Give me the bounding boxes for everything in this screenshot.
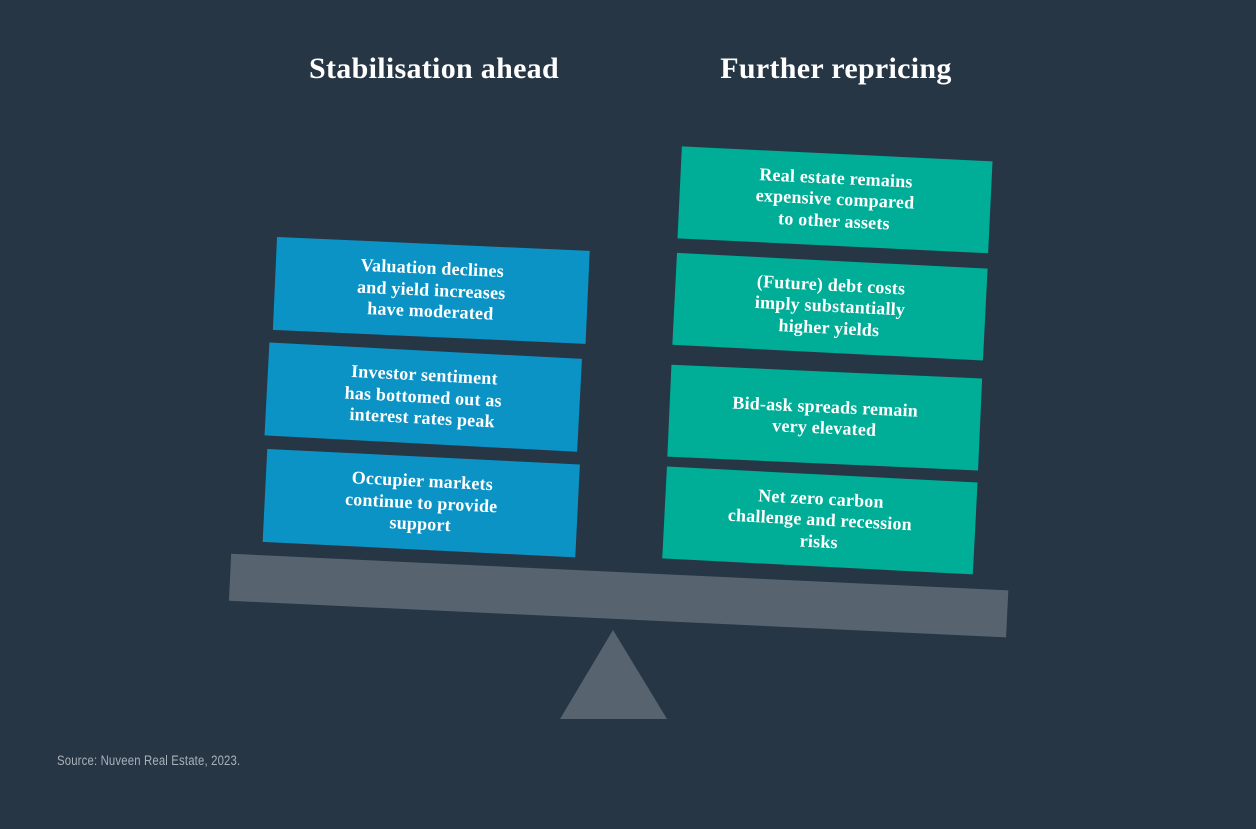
repricing-box-real-estate-expensive: Real estate remains expensive compared t…	[677, 146, 993, 254]
repricing-box-bid-ask-spreads: Bid-ask spreads remain very elevated	[667, 364, 983, 471]
stabilisation-box-2-text: Investor sentiment has bottomed out as i…	[344, 361, 503, 432]
repricing-box-net-zero-carbon: Net zero carbon challenge and recession …	[662, 466, 978, 575]
repricing-box-3-text: Bid-ask spreads remain very elevated	[732, 391, 919, 440]
stabilisation-box-valuation-declines: Valuation declines and yield increases h…	[272, 237, 590, 344]
stabilisation-box-occupier-markets: Occupier markets continue to provide sup…	[262, 448, 580, 558]
left-column-title: Stabilisation ahead	[309, 52, 559, 85]
source-note: Source: Nuveen Real Estate, 2023.	[57, 753, 241, 768]
stabilisation-box-3-text: Occupier markets continue to provide sup…	[344, 467, 498, 536]
fulcrum-triangle-icon	[560, 630, 667, 719]
right-column-title: Further repricing	[720, 52, 952, 85]
stabilisation-box-1-text: Valuation declines and yield increases h…	[356, 255, 506, 324]
repricing-box-1-text: Real estate remains expensive compared t…	[755, 163, 915, 234]
stabilisation-box-investor-sentiment: Investor sentiment has bottomed out as i…	[264, 342, 582, 452]
repricing-box-4-text: Net zero carbon challenge and recession …	[727, 485, 913, 553]
repricing-box-debt-costs: (Future) debt costs imply substantially …	[672, 252, 988, 361]
repricing-box-2-text: (Future) debt costs imply substantially …	[754, 270, 906, 340]
